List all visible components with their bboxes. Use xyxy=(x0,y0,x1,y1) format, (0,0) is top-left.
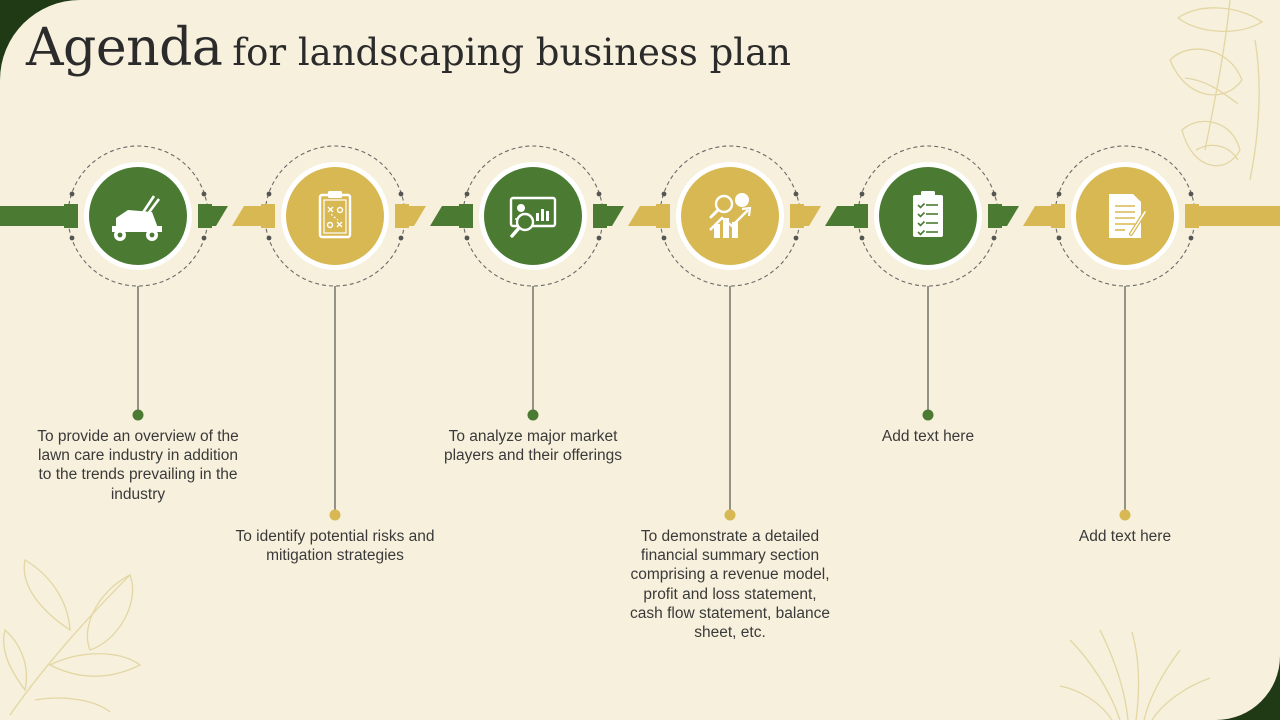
grass-decoration-bottom-right xyxy=(1059,629,1211,720)
ring-endpoint xyxy=(661,191,667,197)
band-joint xyxy=(261,204,275,228)
step-circle xyxy=(681,167,779,265)
ring-endpoint xyxy=(596,235,602,241)
strategy-clipboard-icon xyxy=(318,191,352,239)
agenda-step-2 xyxy=(261,145,409,521)
band-joint xyxy=(395,204,409,228)
ring-endpoint xyxy=(398,235,404,241)
ring-endpoint xyxy=(69,191,75,197)
band-joint xyxy=(1185,204,1199,228)
step-text-4: To demonstrate a detailed financial summ… xyxy=(630,528,830,642)
band-joint xyxy=(459,204,473,228)
band-joint xyxy=(656,204,670,228)
title-rest: for landscaping business plan xyxy=(232,31,792,74)
agenda-step-6 xyxy=(1051,145,1199,521)
connector-dot xyxy=(527,409,539,421)
agenda-step-1 xyxy=(64,145,212,421)
leaf-decoration-bottom-left xyxy=(3,558,142,716)
ring-endpoint xyxy=(991,235,997,241)
band-joint xyxy=(1051,204,1065,228)
ring-endpoint xyxy=(793,235,799,241)
ring-endpoint xyxy=(464,235,470,241)
title-emphasis: Agenda xyxy=(26,18,223,78)
ring-endpoint xyxy=(398,191,404,197)
connector-dot xyxy=(1119,509,1131,521)
ring-endpoint xyxy=(661,235,667,241)
band-joint xyxy=(988,204,1002,228)
connector-dot xyxy=(922,409,934,421)
checklist-icon xyxy=(913,191,943,237)
step-text-6: Add text here xyxy=(1078,528,1172,545)
ring-endpoint xyxy=(991,191,997,197)
band-joint xyxy=(593,204,607,228)
step-circle xyxy=(484,167,582,265)
agenda-step-3 xyxy=(459,145,607,421)
ring-endpoint xyxy=(266,191,272,197)
agenda-step-4 xyxy=(656,145,804,521)
ring-endpoint xyxy=(1056,235,1062,241)
connector-dot xyxy=(329,509,341,521)
step-text-3: To analyze major market players and thei… xyxy=(443,428,623,465)
connector-dot xyxy=(724,509,736,521)
ring-endpoint xyxy=(201,191,207,197)
band-joint xyxy=(854,204,868,228)
step-text-2: To identify potential risks and mitigati… xyxy=(235,528,435,565)
ring-endpoint xyxy=(1188,191,1194,197)
ring-endpoint xyxy=(596,191,602,197)
lawn-mower-icon xyxy=(112,195,162,241)
step-circle xyxy=(286,167,384,265)
band-joint xyxy=(64,204,78,228)
band-joint xyxy=(790,204,804,228)
connector-dot xyxy=(132,409,144,421)
ring-endpoint xyxy=(859,235,865,241)
ring-endpoint xyxy=(69,235,75,241)
ring-endpoint xyxy=(201,235,207,241)
ring-endpoint xyxy=(464,191,470,197)
ring-endpoint xyxy=(1056,191,1062,197)
ring-endpoint xyxy=(793,191,799,197)
document-icon xyxy=(1109,194,1147,238)
financial-growth-icon xyxy=(709,193,752,238)
flower-decoration-top-right xyxy=(1169,0,1264,181)
agenda-step-5 xyxy=(854,145,1002,421)
ring-endpoint xyxy=(266,235,272,241)
market-analysis-icon xyxy=(509,196,557,238)
ring-endpoint xyxy=(1188,235,1194,241)
step-text-1: To provide an overview of the lawn care … xyxy=(37,428,239,503)
band-joint xyxy=(198,204,212,228)
ring-endpoint xyxy=(859,191,865,197)
step-text-5: Add text here xyxy=(881,428,975,445)
